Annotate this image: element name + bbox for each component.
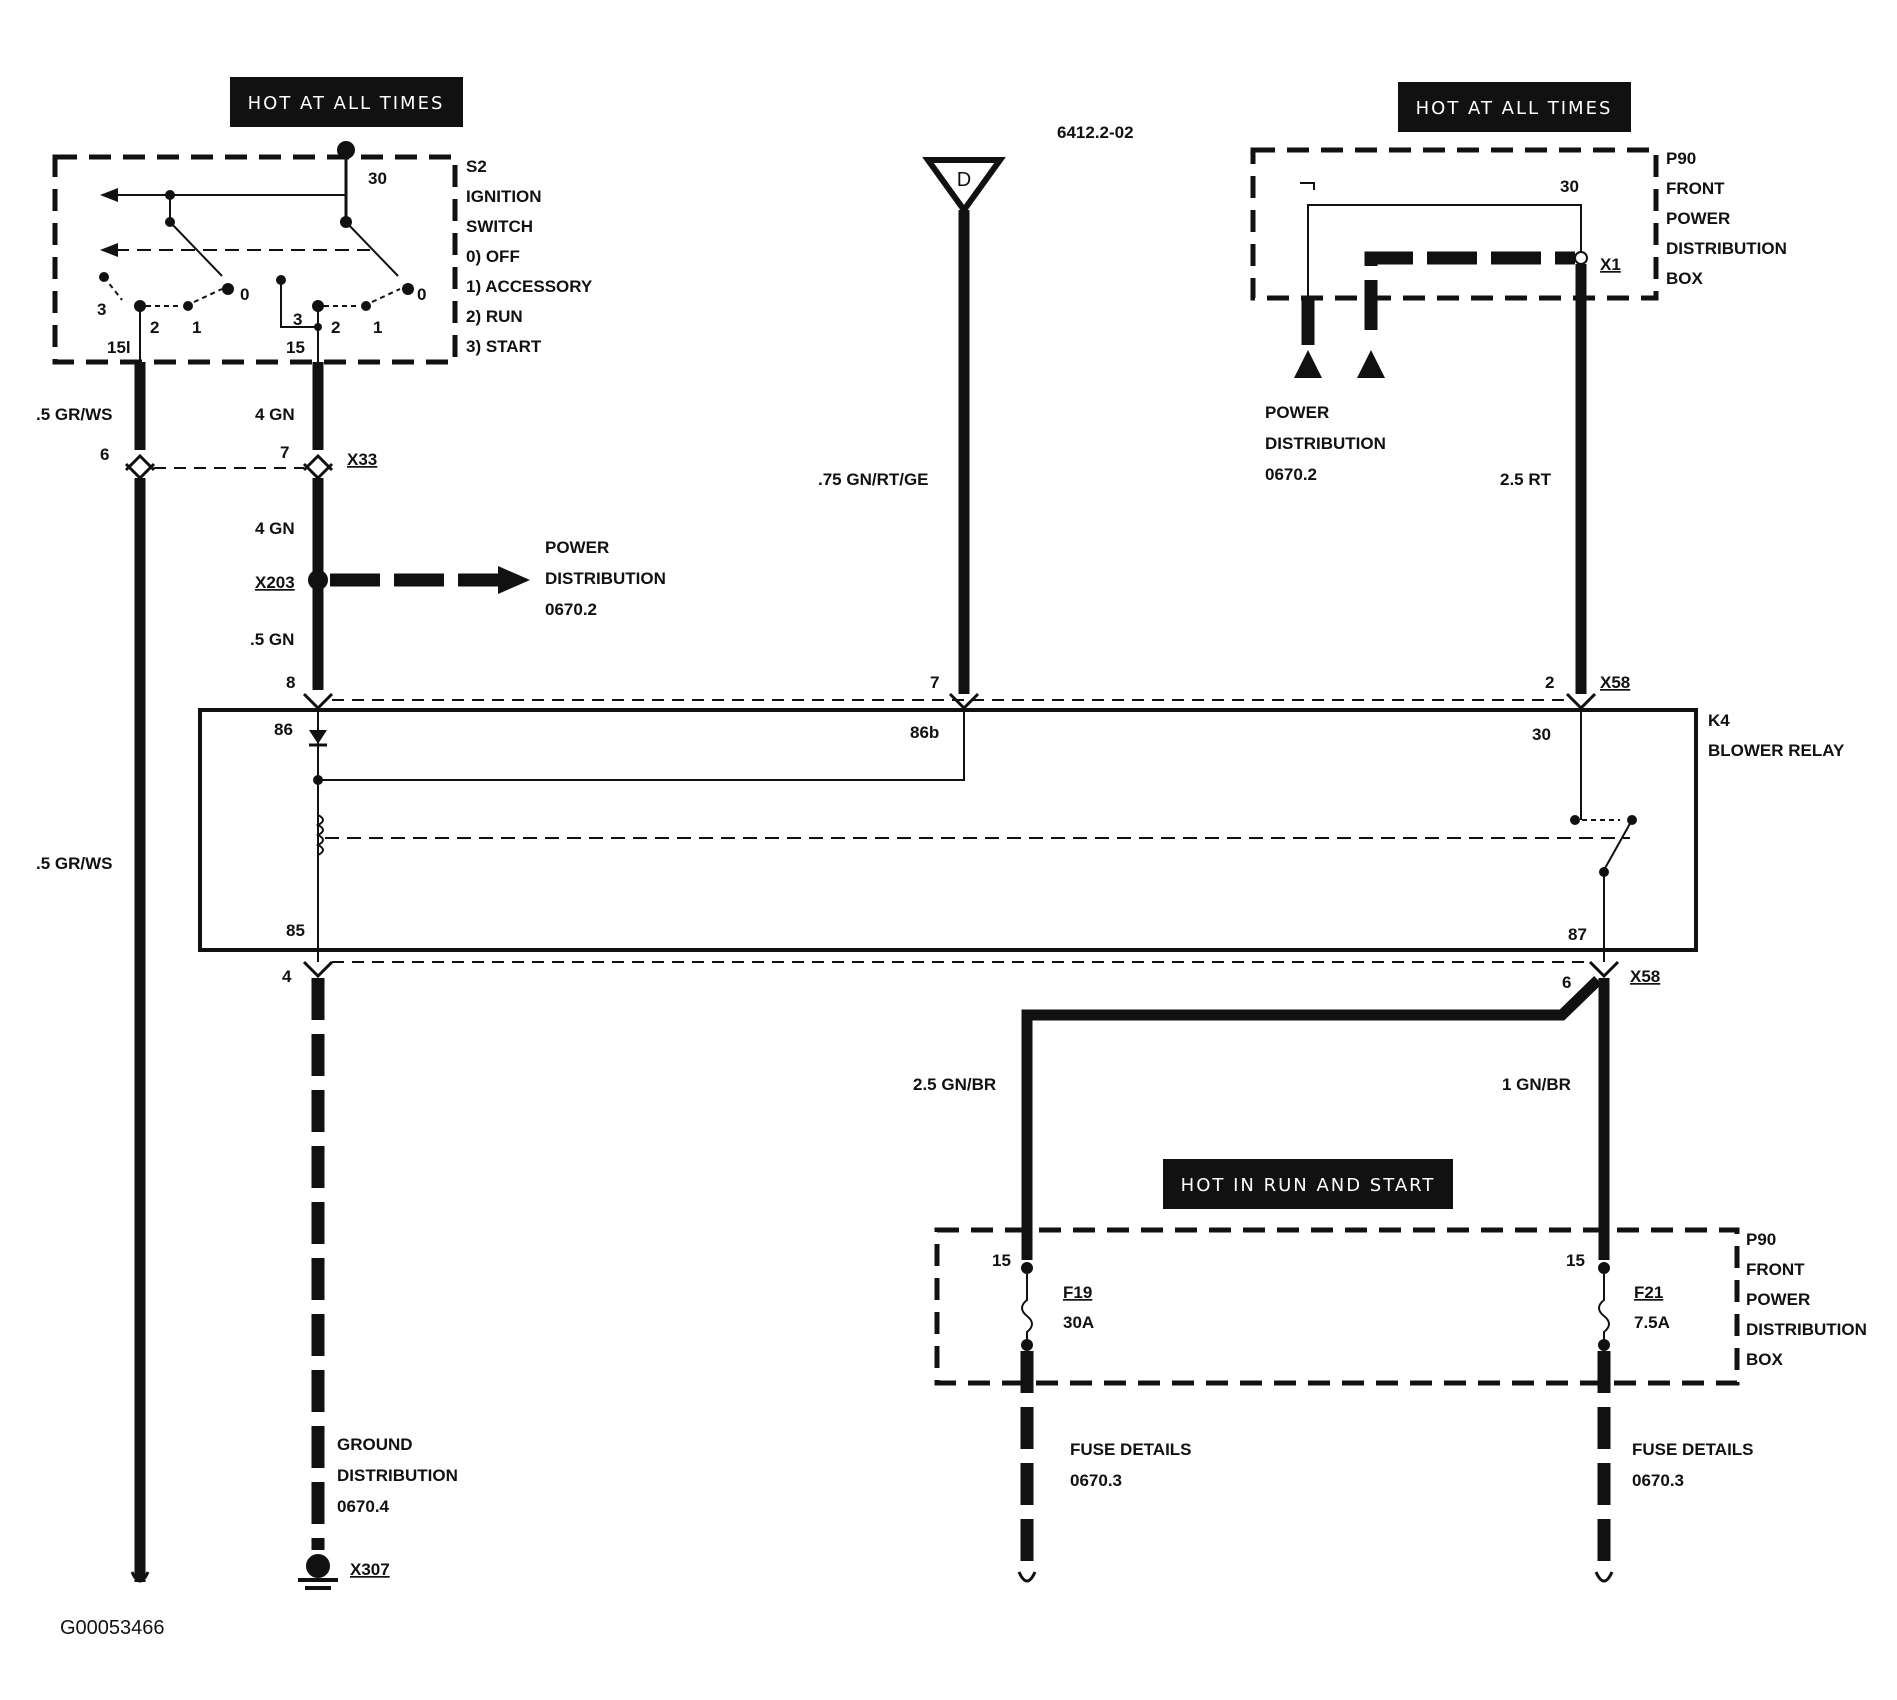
s2-position-start: 3) START [466,337,542,356]
fuse-f19-id: F19 [1063,1283,1092,1302]
p90-bottom-line-2: POWER [1746,1290,1810,1309]
wire-label-gn-br1: 1 GN/BR [1502,1075,1571,1094]
diagram-id: 6412.2-02 [1057,123,1134,142]
s2-position-off: 0) OFF [466,247,520,266]
ref-fuse-details-right-1: FUSE DETAILS [1632,1440,1754,1459]
p90-top-line-1: FRONT [1666,179,1725,198]
p90-top-line-2: POWER [1666,209,1730,228]
banner-bottom-text: HOT IN RUN AND START [1181,1175,1436,1196]
ref-ground-dist-1: GROUND [337,1435,413,1454]
wire-rt: 2.5 RT 2 X58 [1500,264,1630,711]
f19-terminal: 15 [992,1251,1011,1270]
ref-fuse-details-left-2: 0670.3 [1070,1471,1122,1490]
relay-pin-87: 87 [1568,925,1587,944]
p90-bottom-line-1: FRONT [1746,1260,1805,1279]
fuse-f21-id: F21 [1634,1283,1663,1302]
fuse-f21-rating: 7.5A [1634,1313,1670,1332]
front-power-box-top: 30 X1 P90 FRONT POWER DISTRIBUTION BOX P… [1250,147,1787,484]
front-power-box-bottom: 15 F19 30A 15 F21 7.5A P90 FRONT POWER D… [934,1227,1867,1386]
s2-position-accessory: 1) ACCESSORY [466,277,593,296]
wire-label-gr-ws-mid: .5 GR/WS [36,854,113,873]
banner-right-text: HOT AT ALL TIMES [1416,98,1613,119]
connector-x203: X203 [255,573,295,592]
ignition-switch: 30 3 2 1 0 3 2 1 0 15l 15 S2 IGNITION SW… [52,141,593,365]
relay-pin-86b: 86b [910,723,939,742]
p90-top-line-3: DISTRIBUTION [1666,239,1787,258]
wire-label-gn-rt-ge: .75 GN/RT/GE [818,470,929,489]
relay-name: BLOWER RELAY [1708,741,1845,760]
s2-contact-0-left: 0 [240,285,249,304]
fuse-f19-rating: 30A [1063,1313,1094,1332]
banner-left: HOT AT ALL TIMES [230,77,463,127]
ref-power-dist-mid-1: POWER [545,538,609,557]
s2-terminal-15l: 15l [107,338,131,357]
s2-name-1: IGNITION [466,187,542,206]
p90-top-terminal-30: 30 [1560,177,1579,196]
blower-relay: 86 86b 30 85 87 K4 BLOWER RELAY [198,708,1845,952]
x58-pin-7: 7 [930,673,939,692]
ref-ground-dist-3: 0670.4 [337,1497,390,1516]
ref-fuse-details-left-1: FUSE DETAILS [1070,1440,1192,1459]
ref-power-dist-top-3: 0670.2 [1265,465,1317,484]
x58-pin-6: 6 [1562,973,1571,992]
p90-bottom-line-3: DISTRIBUTION [1746,1320,1867,1339]
ref-power-dist-mid-2: DISTRIBUTION [545,569,666,588]
s2-id: S2 [466,157,487,176]
x33-pin-6: 6 [100,445,109,464]
s2-position-run: 2) RUN [466,307,523,326]
relay-pin-85: 85 [286,921,305,940]
relay-id: K4 [1708,711,1730,730]
wire-label-gn4-mid: 4 GN [255,519,295,538]
ref-power-dist-top-2: DISTRIBUTION [1265,434,1386,453]
wire-gn: 4 GN 7 X33 4 GN X203 .5 GN POWER DISTRIB… [154,362,666,711]
s2-terminal-15: 15 [286,338,305,357]
x33-pin-7: 7 [280,443,289,462]
connector-x58-bottom: X58 [1630,967,1660,986]
wire-gn-rt-ge: D .75 GN/RT/GE 7 [818,157,1006,711]
connector-x307: X307 [350,1560,390,1579]
s2-contact-2-right: 2 [331,318,340,337]
wire-label-gr-ws-top: .5 GR/WS [36,405,113,424]
p90-bottom-id: P90 [1746,1230,1776,1249]
s2-terminal-30: 30 [368,169,387,188]
banner-right: HOT AT ALL TIMES [1398,82,1631,132]
wire-gn-br: 2.5 GN/BR 1 GN/BR [913,950,1620,1260]
p90-top-line-4: BOX [1666,269,1704,288]
p90-bottom-line-4: BOX [1746,1350,1784,1369]
image-code: G00053466 [60,1617,165,1639]
wire-label-gn-br25: 2.5 GN/BR [913,1075,996,1094]
ref-ground-dist-2: DISTRIBUTION [337,1466,458,1485]
s2-contact-1-left: 1 [192,318,201,337]
ref-power-dist-mid-3: 0670.2 [545,600,597,619]
x58-pin-8: 8 [286,673,295,692]
p90-top-id: P90 [1666,149,1696,168]
connector-x58-top: X58 [1600,673,1630,692]
s2-name-2: SWITCH [466,217,533,236]
s2-contact-2-left: 2 [150,318,159,337]
ref-power-dist-top-1: POWER [1265,403,1329,422]
wire-label-rt25: 2.5 RT [1500,470,1552,489]
x58-pin-4: 4 [282,967,292,986]
fuse-detail-wires: FUSE DETAILS 0670.3 FUSE DETAILS 0670.3 [1017,1351,1754,1583]
s2-contact-3-left: 3 [97,300,106,319]
wire-ground: X307 GROUND DISTRIBUTION 0670.4 [298,950,458,1590]
banner-left-text: HOT AT ALL TIMES [248,93,445,114]
connector-x1: X1 [1600,255,1621,274]
s2-contact-1-right: 1 [373,318,382,337]
s2-contact-0-right: 0 [417,285,426,304]
f21-terminal: 15 [1566,1251,1585,1270]
ref-fuse-details-right-2: 0670.3 [1632,1471,1684,1490]
s2-contact-3-right: 3 [293,310,302,329]
wire-gr-ws: .5 GR/WS .5 GR/WS 6 [36,362,156,1583]
connector-x33: X33 [347,450,377,469]
banner-bottom: HOT IN RUN AND START [1163,1159,1453,1209]
wire-label-gn4-top: 4 GN [255,405,295,424]
wire-label-gn05: .5 GN [250,630,294,649]
relay-pin-30: 30 [1532,725,1551,744]
x58-pin-2: 2 [1545,673,1554,692]
connector-symbol-d: D [957,169,971,191]
relay-pin-86: 86 [274,720,293,739]
